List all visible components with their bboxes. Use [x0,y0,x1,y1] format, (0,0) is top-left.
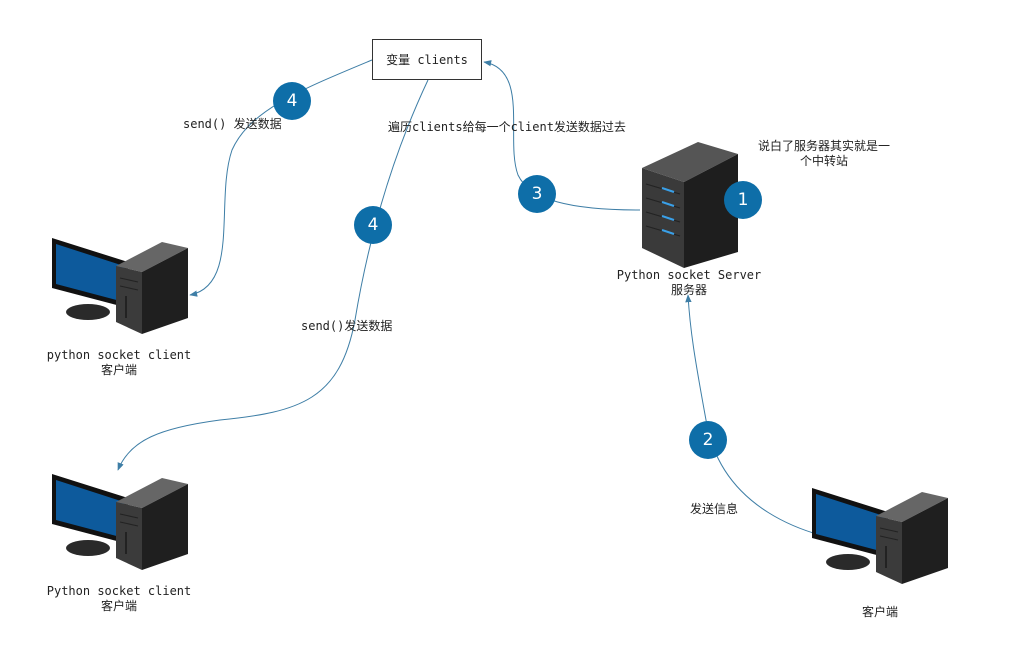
variable-clients-label: 变量 clients [386,53,468,67]
step-badge-4a: 4 [273,82,311,120]
step-badge-1: 1 [724,181,762,219]
client-2-label-line2: 客户端 [100,599,138,613]
step-badge-4b: 4 [354,206,392,244]
client-computer-icon-1 [52,238,188,334]
send-data-label-1: send() 发送数据 [183,117,282,131]
edge-variable-to-client-2 [117,79,429,471]
client-computer-icon-2 [52,474,188,570]
relay-note-line1: 说白了服务器其实就是一 [758,139,891,153]
server-icon [642,142,738,268]
step-badge-3: 3 [518,175,556,213]
server-label-line2: 服务器 [670,283,708,297]
step-badge-2: 2 [689,421,727,459]
relay-note-line2: 个中转站 [800,154,849,168]
client-1-label-line1: python socket client [46,348,192,362]
iterate-clients-label: 遍历clients给每一个client发送数据过去 [388,120,626,134]
server-label-line1: Python socket Server [616,268,762,282]
client-3-label: 客户端 [861,605,899,619]
edge-server-to-variable [483,60,641,211]
send-data-label-2: send()发送数据 [301,319,393,333]
client-2-label-line1: Python socket client [46,584,192,598]
client-computer-icon-3 [812,488,948,584]
variable-clients-box: 变量 clients [372,39,482,80]
edge-variable-to-client-1 [189,59,373,297]
send-message-label: 发送信息 [690,502,739,516]
client-1-label-line2: 客户端 [100,363,138,377]
